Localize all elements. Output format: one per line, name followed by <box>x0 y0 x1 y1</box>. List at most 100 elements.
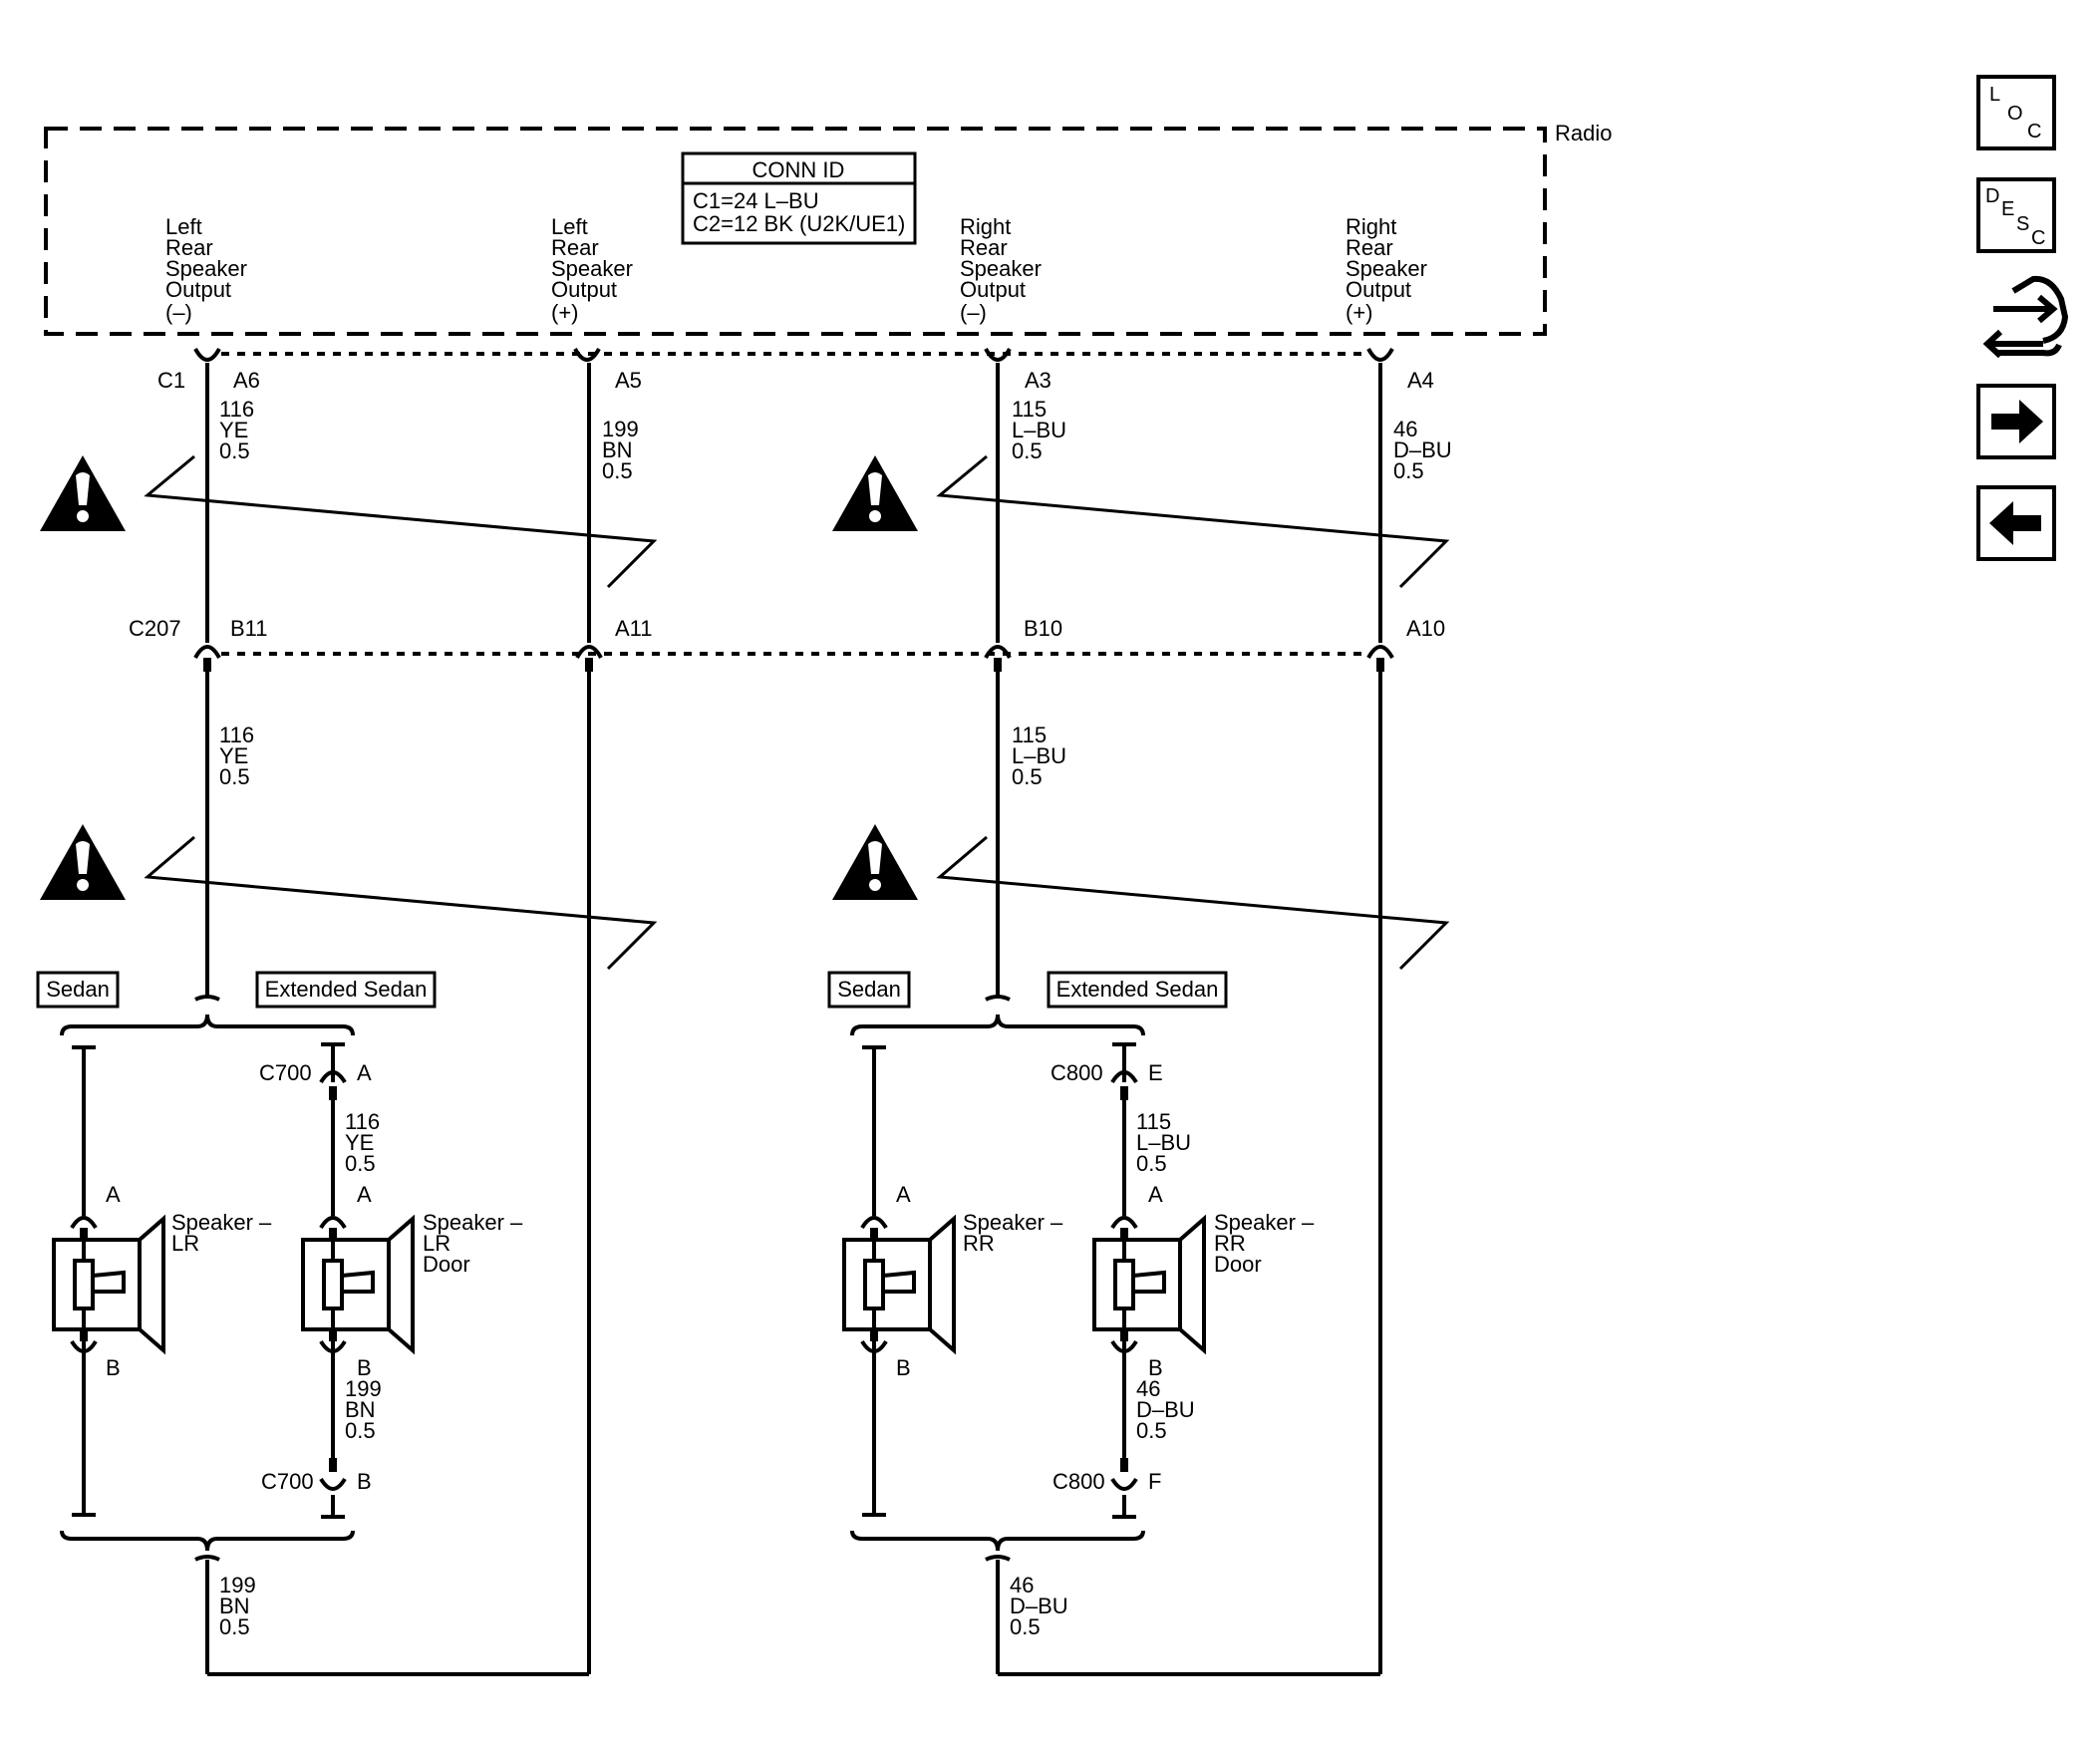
svg-text:L: L <box>1989 84 2000 106</box>
svg-text:D: D <box>1985 185 1999 207</box>
c700-name-top: C700 <box>259 1060 312 1085</box>
nav-connector-button[interactable] <box>1982 275 2069 359</box>
svg-text:Sedan: Sedan <box>837 977 901 1002</box>
svg-text:0.5: 0.5 <box>1136 1151 1167 1176</box>
svg-text:L–BU: L–BU <box>1136 1130 1191 1155</box>
twisted-pair-markers <box>144 454 1450 971</box>
option-extended-right: Extended Sedan <box>1047 971 1228 1009</box>
svg-text:0.5: 0.5 <box>345 1151 376 1176</box>
spk-rr-pin-a: A <box>896 1182 911 1207</box>
svg-text:115: 115 <box>1012 723 1047 747</box>
svg-text:S: S <box>2016 213 2029 235</box>
svg-text:Speaker –: Speaker – <box>1214 1210 1315 1235</box>
connector-swap-icon <box>1982 275 2069 359</box>
spk-rr-door-pin-a: A <box>1148 1182 1163 1207</box>
speaker-rr-icon <box>842 1214 956 1355</box>
c1-pin-a3: A3 <box>1025 368 1051 393</box>
svg-text:46: 46 <box>1010 1573 1034 1598</box>
output-label-rr-plus: Right Rear Speaker Output (+) <box>1346 214 1427 325</box>
nav-desc-button[interactable]: D E S C <box>1976 177 2056 253</box>
svg-text:L–BU: L–BU <box>1012 418 1066 442</box>
svg-text:BN: BN <box>602 437 633 462</box>
svg-text:E: E <box>2001 198 2014 220</box>
c700-pin-a: A <box>357 1060 372 1085</box>
svg-text:O: O <box>2007 103 2023 125</box>
c207-pin-b11: B11 <box>230 616 268 641</box>
left-speaker-group: C700 A 116 YE 0.5 A A Speaker – LR Speak… <box>52 995 589 1676</box>
svg-text:Speaker: Speaker <box>1346 256 1427 281</box>
warning-icon <box>40 455 126 531</box>
svg-text:Left: Left <box>165 214 202 239</box>
spk-lr-pin-b: B <box>106 1355 121 1380</box>
option-extended-left: Extended Sedan <box>255 971 437 1009</box>
wire-label-116-top: 116 YE 0.5 <box>219 397 254 463</box>
nav-loc-button[interactable]: L O C <box>1976 75 2056 150</box>
svg-text:115: 115 <box>1136 1109 1171 1134</box>
svg-text:0.5: 0.5 <box>1012 764 1043 789</box>
svg-text:Door: Door <box>1214 1252 1262 1277</box>
right-speaker-group: C800 E 115 L–BU 0.5 A A Speaker – RR Spe… <box>842 995 1380 1676</box>
svg-text:(+): (+) <box>551 300 579 325</box>
svg-text:115: 115 <box>1012 397 1047 422</box>
c800-pin-e: E <box>1148 1060 1163 1085</box>
svg-text:BN: BN <box>219 1594 250 1618</box>
svg-text:Output: Output <box>960 277 1026 302</box>
c207-name: C207 <box>129 616 181 641</box>
svg-text:Rear: Rear <box>960 235 1008 260</box>
svg-text:Output: Output <box>551 277 617 302</box>
conn-id-box: CONN ID C1=24 L–BU C2=12 BK (U2K/UE1) <box>681 151 917 245</box>
svg-text:YE: YE <box>219 418 248 442</box>
speaker-lr-door-icon <box>301 1214 415 1355</box>
svg-text:Rear: Rear <box>1346 235 1393 260</box>
wire-label-199-top: 199 BN 0.5 <box>602 417 639 483</box>
warning-icon <box>40 824 126 900</box>
svg-text:116: 116 <box>219 397 254 422</box>
svg-text:Speaker –: Speaker – <box>171 1210 272 1235</box>
svg-text:199: 199 <box>219 1573 256 1598</box>
svg-text:BN: BN <box>345 1397 376 1422</box>
svg-text:46: 46 <box>1136 1376 1160 1401</box>
svg-text:RR: RR <box>963 1231 995 1256</box>
svg-text:(–): (–) <box>165 300 192 325</box>
wire-label-115-top: 115 L–BU 0.5 <box>1012 397 1066 463</box>
desc-icon: D E S C <box>1985 185 2045 249</box>
svg-text:46: 46 <box>1393 417 1417 441</box>
wire-label-46-top: 46 D–BU 0.5 <box>1393 417 1452 483</box>
c1-pin-a6: A6 <box>233 368 260 393</box>
svg-text:0.5: 0.5 <box>1393 458 1424 483</box>
svg-text:Right: Right <box>1346 214 1396 239</box>
svg-text:C: C <box>2027 121 2041 143</box>
svg-text:Speaker –: Speaker – <box>423 1210 523 1235</box>
svg-text:0.5: 0.5 <box>345 1418 376 1443</box>
svg-text:YE: YE <box>345 1130 374 1155</box>
svg-text:199: 199 <box>602 417 639 441</box>
radio-module: Radio <box>44 121 1612 336</box>
svg-text:L–BU: L–BU <box>1012 743 1066 768</box>
svg-text:Output: Output <box>1346 277 1411 302</box>
svg-text:YE: YE <box>219 743 248 768</box>
nav-next-button[interactable] <box>1976 384 2056 459</box>
c700-pin-b: B <box>357 1469 372 1494</box>
loc-icon: L O C <box>1989 84 2041 143</box>
svg-text:116: 116 <box>219 723 254 747</box>
svg-text:C: C <box>2031 227 2045 249</box>
c1-name: C1 <box>157 368 185 393</box>
svg-text:0.5: 0.5 <box>219 764 250 789</box>
svg-text:(+): (+) <box>1346 300 1373 325</box>
speaker-lr-icon <box>52 1214 165 1355</box>
svg-text:D–BU: D–BU <box>1010 1594 1068 1618</box>
c800-name-bot: C800 <box>1052 1469 1105 1494</box>
output-label-rr-minus: Right Rear Speaker Output (–) <box>960 214 1042 325</box>
conn-id-line-2: C2=12 BK (U2K/UE1) <box>693 211 905 236</box>
nav-prev-button[interactable] <box>1976 485 2056 561</box>
svg-text:(–): (–) <box>960 300 987 325</box>
spk-lr-pin-a: A <box>106 1182 121 1207</box>
wire-label-116-mid: 116 YE 0.5 <box>219 723 254 789</box>
svg-text:Rear: Rear <box>551 235 599 260</box>
svg-text:D–BU: D–BU <box>1136 1397 1195 1422</box>
c207-pin-b10: B10 <box>1024 616 1062 641</box>
output-label-lr-minus: Left Rear Speaker Output (–) <box>165 214 247 325</box>
conn-id-line-1: C1=24 L–BU <box>693 188 819 213</box>
svg-text:RR: RR <box>1214 1231 1246 1256</box>
